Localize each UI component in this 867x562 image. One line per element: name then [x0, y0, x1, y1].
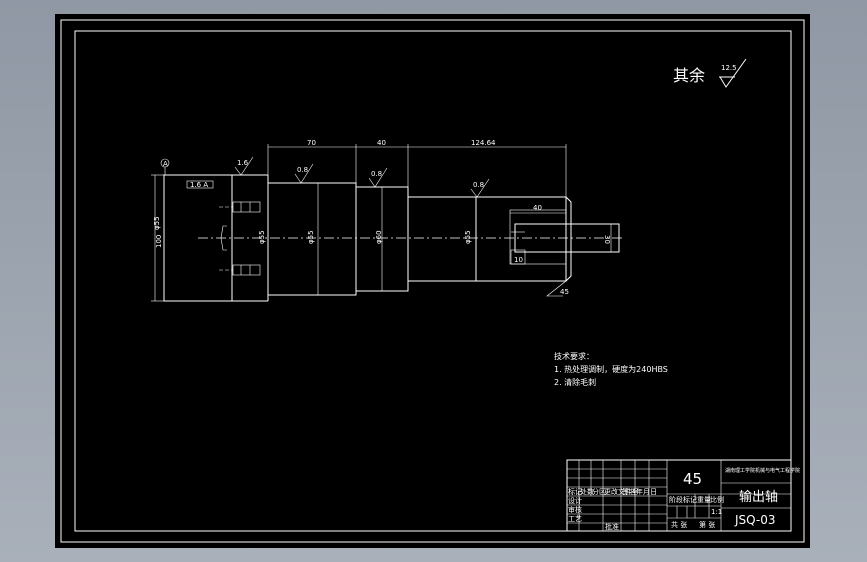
dim-10: 10 [514, 256, 523, 264]
tb-row-1: 设计 [568, 496, 582, 505]
roughness-mark-3-icon [368, 167, 388, 188]
title-material: 45 [683, 470, 702, 488]
drawing-sheet: 其余 12.5 [55, 14, 810, 548]
tb-row-2: 审核 [568, 505, 582, 514]
tb-header-5: 签名 [622, 487, 636, 496]
shaft-section-5 [475, 196, 567, 282]
tb-header-1: 标记 [568, 487, 582, 496]
tech-req-item-1: 1. 热处理调制，硬度为240HBS [554, 364, 668, 374]
shaft-end-taper [565, 196, 572, 282]
tb-sheet-total: 共 张 [671, 520, 687, 529]
keyway [509, 209, 567, 265]
roughness-mark-1: 1.6 [237, 159, 249, 167]
title-block [566, 459, 792, 532]
tech-req-item-2: 2. 清除毛刺 [554, 377, 596, 387]
tb-header-6: 年月日 [636, 487, 657, 496]
tb-sheet-no: 第 张 [699, 520, 715, 529]
output-pin [514, 223, 620, 253]
tb-header-2: 处数 [580, 487, 594, 496]
tb-row-4: 批准 [605, 522, 619, 531]
roughness-note: 其余 [673, 66, 705, 85]
dia-label-3: φ55 [464, 230, 472, 244]
dim-70: 70 [307, 139, 316, 147]
tb-stage: 阶段标记 [669, 495, 697, 504]
roughness-value: 12.5 [721, 64, 737, 72]
dia-label-2: φ60 [375, 230, 383, 244]
dia-label-4: φ55 [153, 216, 161, 230]
dim-40-pin: 40 [533, 204, 542, 212]
title-drawing-no: JSQ-03 [734, 513, 776, 527]
tb-header-4: 更改文件号 [604, 487, 639, 496]
tb-scale: 1:1 [711, 508, 722, 516]
chamfer-leader [546, 280, 567, 297]
roughness-mark-2: 0.8 [297, 166, 308, 174]
roughness-mark-4: 0.8 [473, 181, 484, 189]
dim-40: 40 [377, 139, 386, 147]
title-part-name: 输出轴 [739, 489, 778, 505]
roughness-symbol-icon [719, 58, 747, 88]
flange-section [163, 174, 233, 302]
tb-scale-label: 比例 [710, 495, 724, 504]
tech-req-heading: 技术要求： [554, 351, 594, 361]
chamfer-angle: 45 [560, 288, 569, 296]
dim-124-64: 124.64 [471, 139, 496, 147]
tb-row-3: 工艺 [568, 515, 582, 523]
roughness-mark-2-icon [294, 163, 314, 184]
outer-border [60, 19, 805, 543]
title-school: 湖南理工学院机械与电气工程学院 [725, 467, 800, 474]
bolt-hole-top [232, 201, 261, 213]
roughness-mark-4-icon [470, 178, 490, 198]
inner-border [74, 30, 792, 532]
tolerance-frame [186, 180, 214, 189]
dim-100: 100 [155, 235, 163, 248]
tb-weight: 重量 [697, 496, 711, 504]
drawing-canvas[interactable]: 其余 12.5 [55, 14, 810, 548]
tolerance-frame-text: 1.6 A [190, 181, 208, 189]
bolt-hole-bottom [232, 264, 261, 276]
dim-30: 30 [603, 235, 611, 244]
dia-label-5: φ55 [258, 230, 266, 244]
roughness-mark-3: 0.8 [371, 170, 382, 178]
roughness-mark-1-icon [234, 156, 254, 176]
dia-label-1: φ55 [307, 230, 315, 244]
tb-header-3: 分区 [592, 487, 606, 496]
datum-label: A [163, 160, 168, 168]
